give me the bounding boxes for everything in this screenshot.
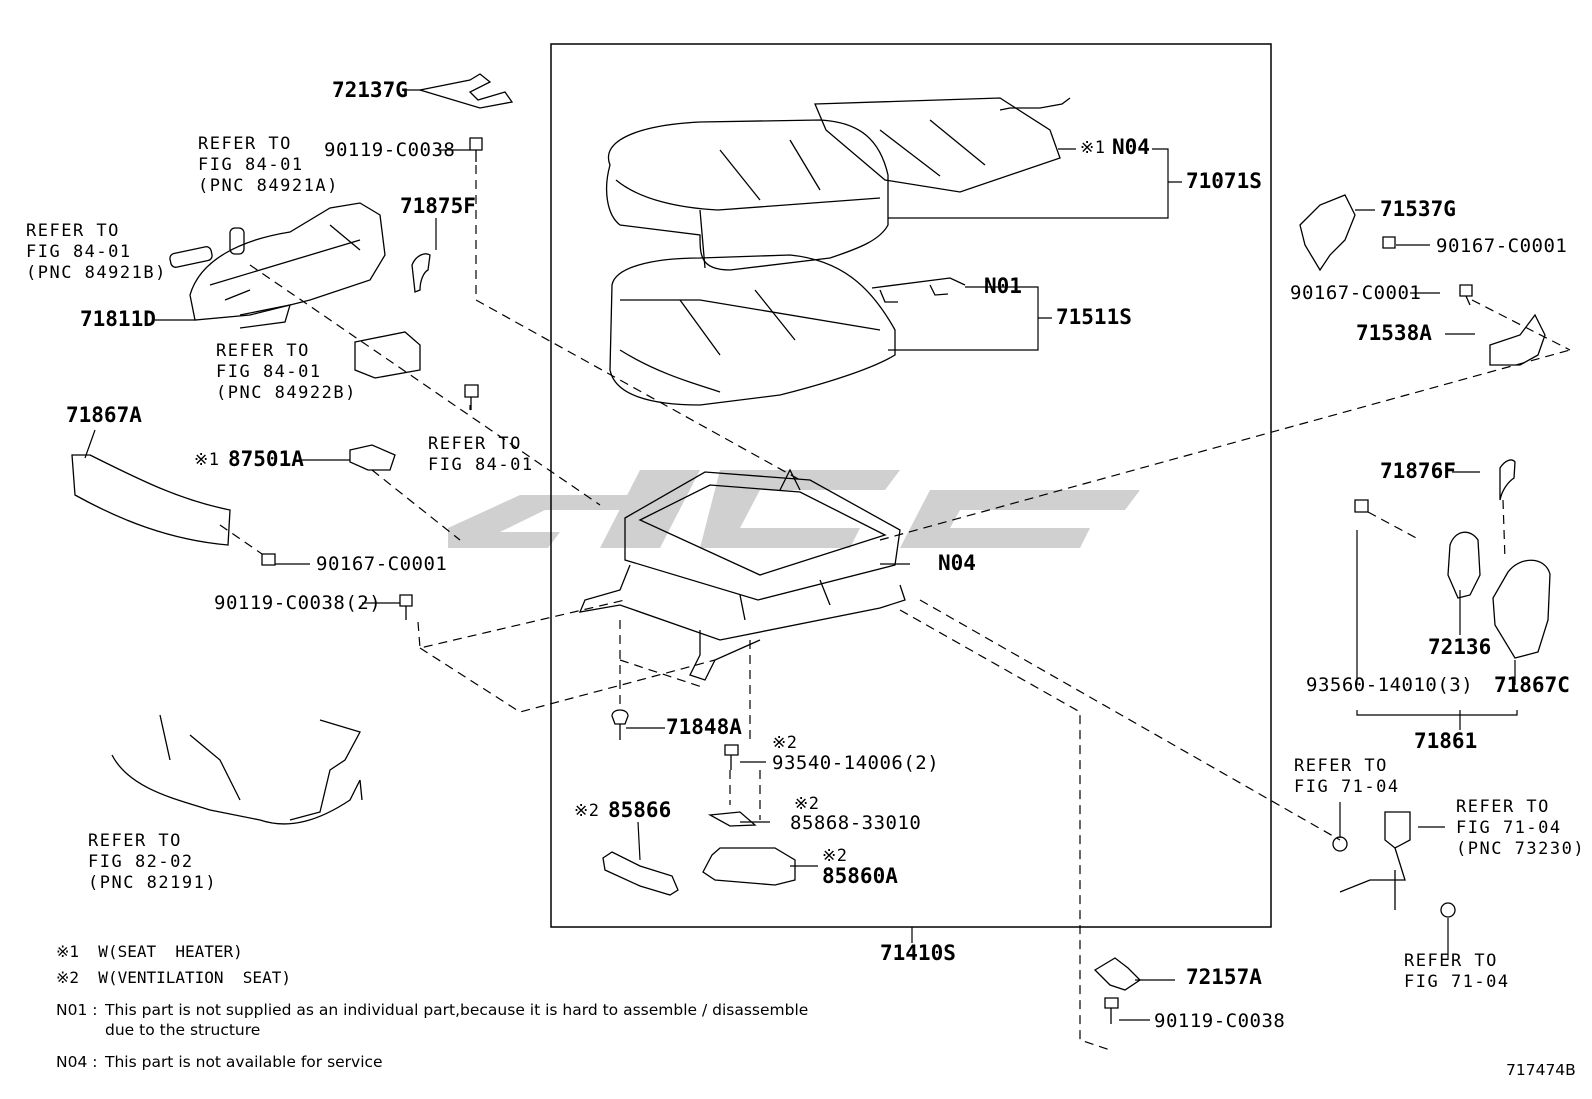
- bolt-90119-top: [469, 137, 483, 162]
- mark-vent-85868: ※2: [794, 794, 820, 814]
- part-72137G[interactable]: 72137G: [332, 78, 408, 102]
- part-71811D[interactable]: 71811D: [80, 307, 156, 331]
- blower-85860A: [702, 847, 796, 886]
- ref-fig-84-01-84921A[interactable]: REFER TO FIG 84-01 (PNC 84921A): [198, 134, 339, 196]
- part-71538A[interactable]: 71538A: [1356, 321, 1432, 345]
- code-N04-heater: N04: [1112, 135, 1150, 159]
- ref-fig-82-02-82191[interactable]: REFER TO FIG 82-02 (PNC 82191): [88, 831, 218, 893]
- part-90119-C0038-bottom[interactable]: 90119-C0038: [1154, 1010, 1286, 1032]
- cover-72136: [1447, 531, 1481, 599]
- note-N04-text: This part is not available for service: [105, 1053, 383, 1071]
- leader-lines: [84, 89, 1518, 1021]
- assembly-frame-box: [550, 43, 1272, 928]
- part-87501A[interactable]: 87501A: [228, 447, 304, 471]
- part-71876F[interactable]: 71876F: [1380, 459, 1456, 483]
- ref-fig-71-04-b[interactable]: REFER TO FIG 71-04: [1404, 951, 1510, 992]
- legend-ventilation-seat: ※2 W(VENTILATION SEAT): [56, 968, 291, 987]
- mark-heater-87501A: ※1: [194, 450, 220, 470]
- garnish-71537G: [1299, 194, 1356, 272]
- ref-fig-84-01[interactable]: REFER TO FIG 84-01: [428, 434, 534, 475]
- cover-71867C: [1492, 559, 1551, 659]
- ref-fig-84-01-84921B[interactable]: REFER TO FIG 84-01 (PNC 84921B): [26, 221, 167, 283]
- cover-71876F: [1499, 459, 1516, 501]
- part-71867A[interactable]: 71867A: [66, 403, 142, 427]
- part-72157A[interactable]: 72157A: [1186, 965, 1262, 989]
- part-71537G[interactable]: 71537G: [1380, 197, 1456, 221]
- switch-84922B: [354, 331, 421, 379]
- watermark-logo: [448, 470, 1140, 548]
- part-72136[interactable]: 72136: [1428, 635, 1492, 659]
- ref-fig-84-01-84922B[interactable]: REFER TO FIG 84-01 (PNC 84922B): [216, 341, 357, 403]
- clip-72157A: [1093, 957, 1142, 991]
- mark-vent-85866: ※2: [574, 801, 600, 821]
- part-90167-C0001-right2[interactable]: 90167-C0001: [1290, 282, 1422, 304]
- part-71861[interactable]: 71861: [1414, 729, 1478, 753]
- ref-fig-71-04-a[interactable]: REFER TO FIG 71-04: [1294, 756, 1400, 797]
- side-shield: [189, 202, 386, 321]
- seat-cushion-cover: [605, 119, 889, 271]
- duct-85866: [602, 851, 679, 896]
- part-71875F[interactable]: 71875F: [400, 194, 476, 218]
- wire-harness: [111, 714, 363, 825]
- part-85868-33010[interactable]: 85868-33010: [790, 812, 922, 834]
- part-90119-C0038-top[interactable]: 90119-C0038: [324, 139, 456, 161]
- part-71848A[interactable]: 71848A: [666, 715, 742, 739]
- part-85866[interactable]: 85866: [608, 798, 672, 822]
- seat-belt-buckle: [1339, 811, 1411, 910]
- note-N01-text: This part is not supplied as an individu…: [105, 1001, 809, 1039]
- part-90167-C0001-right1[interactable]: 90167-C0001: [1436, 235, 1568, 257]
- mark-vent-93540: ※2: [772, 733, 798, 753]
- note-N01-code: N01 :: [56, 1001, 98, 1019]
- part-71071S[interactable]: 71071S: [1186, 169, 1262, 193]
- seat-heater-pad: [814, 97, 1061, 193]
- seat-cushion-pad: [609, 254, 896, 406]
- part-90119-C0038-2[interactable]: 90119-C0038(2): [214, 592, 382, 614]
- code-N04-frame: N04: [938, 551, 976, 575]
- part-71867C[interactable]: 71867C: [1494, 673, 1570, 697]
- seat-frame: [624, 471, 901, 601]
- clip-72137G: [419, 73, 514, 109]
- code-N01: N01: [984, 274, 1022, 298]
- cover-71875F: [411, 253, 431, 293]
- mark-vent-85860A: ※2: [822, 846, 848, 866]
- part-93540-14006-2[interactable]: 93540-14006(2): [772, 752, 940, 774]
- part-71410S[interactable]: 71410S: [880, 941, 956, 965]
- garnish-71538A: [1489, 313, 1546, 366]
- switch-knob-84921A: [229, 227, 245, 255]
- connector-87501A: [349, 444, 396, 471]
- assembly-dashed-lines: [219, 165, 1571, 1051]
- legend-seat-heater: ※1 W(SEAT HEATER): [56, 942, 243, 961]
- bolt-71848A: [611, 709, 629, 740]
- part-85860A[interactable]: 85860A: [822, 864, 898, 888]
- mark-heater-N04: ※1: [1080, 138, 1106, 158]
- trim-71867A: [71, 454, 231, 546]
- part-71511S[interactable]: 71511S: [1056, 305, 1132, 329]
- switch-knob-84921B: [169, 246, 213, 268]
- part-93560-14010-3[interactable]: 93560-14010(3): [1306, 674, 1474, 696]
- part-90167-C0001-left[interactable]: 90167-C0001: [316, 553, 448, 575]
- figure-code: 717474B: [1506, 1061, 1576, 1079]
- note-N04-code: N04 :: [56, 1053, 98, 1071]
- ref-fig-71-04-73230[interactable]: REFER TO FIG 71-04 (PNC 73230): [1456, 797, 1586, 859]
